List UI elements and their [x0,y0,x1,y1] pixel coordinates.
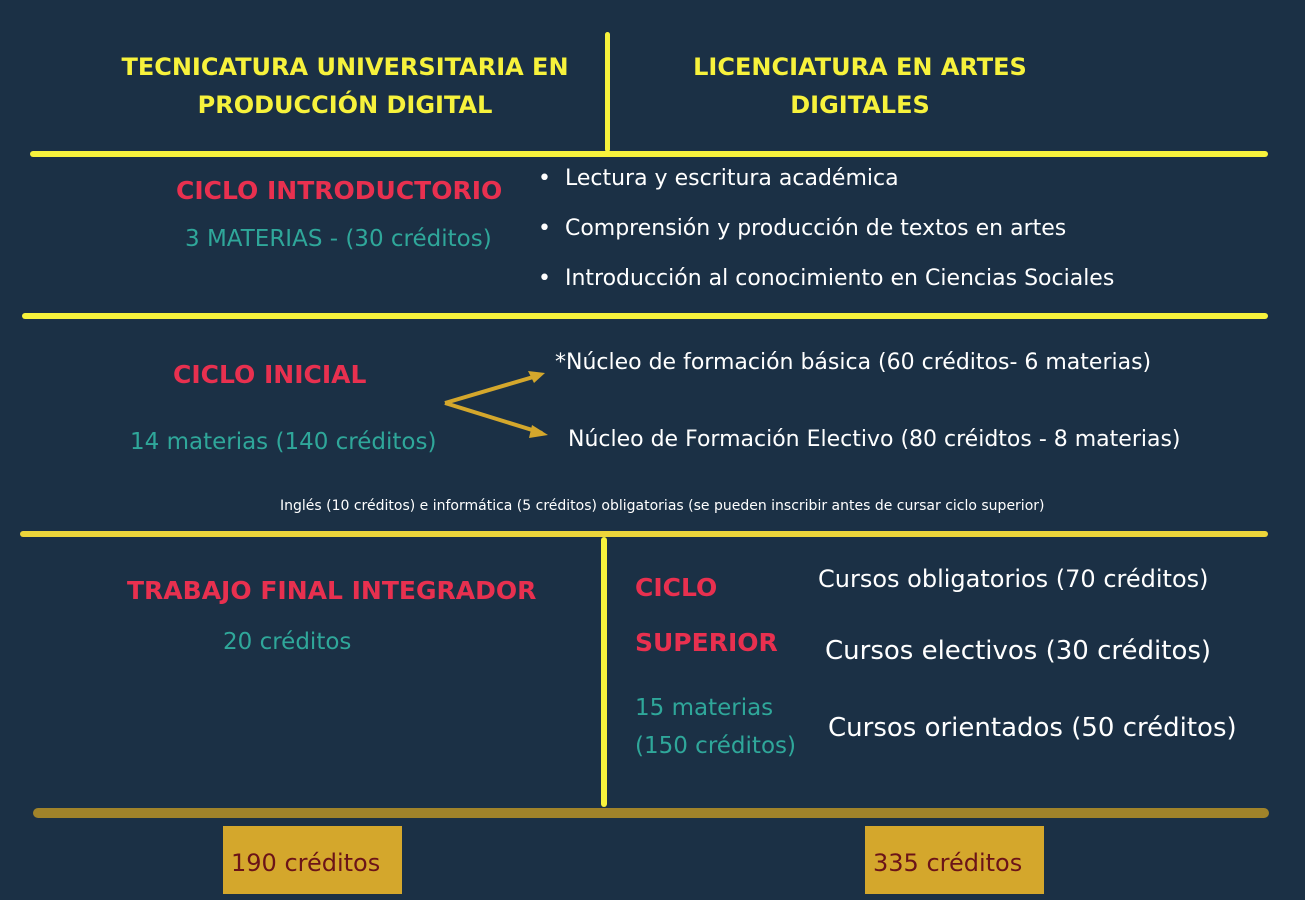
inicial-branch-basica: *Núcleo de formación básica (60 créditos… [555,350,1152,375]
superior-item: Cursos orientados (50 créditos) [828,713,1237,743]
branch-arrows-icon [444,371,548,438]
superior-title-1: CICLO [635,573,718,602]
tfi-sub: 20 créditos [223,629,352,655]
divider-bottom [33,808,1269,818]
intro-item: • Introducción al conocimiento en Cienci… [538,266,1115,291]
intro-item-text: Lectura y escritura académica [564,166,899,191]
divider-3 [20,531,1268,537]
intro-title: CICLO INTRODUCTORIO [176,176,503,205]
divider-2 [22,313,1268,319]
superior-title-2: SUPERIOR [635,628,778,657]
total-tecnicatura: 190 créditos [223,826,402,894]
inicial-title: CICLO INICIAL [173,360,367,389]
divider-1 [30,151,1268,157]
inicial-note: Inglés (10 créditos) e informática (5 cr… [280,498,1045,514]
intro-item: • Comprensión y producción de textos en … [538,216,1067,241]
intro-sub: 3 MATERIAS - (30 créditos) [185,226,492,252]
intro-item-text: Introducción al conocimiento en Ciencias… [564,266,1115,291]
divider-vertical-bottom [601,537,607,807]
total-licenciatura: 335 créditos [865,826,1044,894]
intro-item-text: Comprensión y producción de textos en ar… [564,216,1067,241]
superior-item: Cursos electivos (30 créditos) [825,636,1212,666]
superior-sub-2: (150 créditos) [635,733,796,759]
superior-item: Cursos obligatorios (70 créditos) [818,565,1209,593]
superior-sub-1: 15 materias [635,695,774,721]
inicial-sub: 14 materias (140 créditos) [130,429,437,455]
header-right: LICENCIATURA EN ARTES DIGITALES [693,53,1027,119]
inicial-branch-electivo: Núcleo de Formación Electivo (80 créidto… [568,427,1181,452]
intro-item: • Lectura y escritura académica [538,166,899,191]
header-left: TECNICATURA UNIVERSITARIA EN PRODUCCIÓN … [121,53,569,119]
divider-vertical-top [605,32,610,152]
tfi-title: TRABAJO FINAL INTEGRADOR [127,576,537,605]
